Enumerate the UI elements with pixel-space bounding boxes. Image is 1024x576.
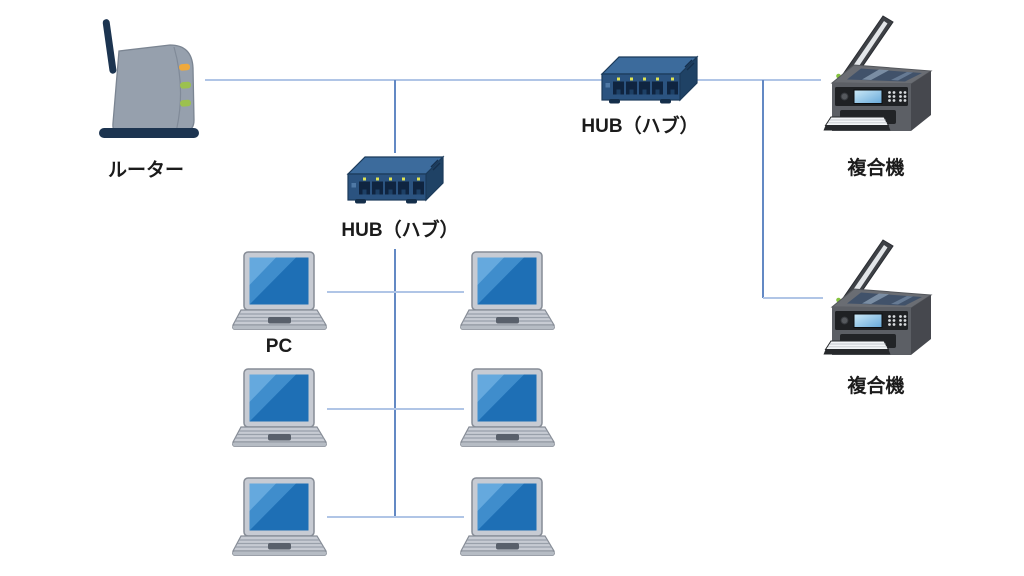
network-hub-icon (601, 56, 698, 105)
multifunction-printer-icon (823, 239, 932, 356)
pc-label: PC (265, 336, 293, 357)
pc-node-4 (460, 251, 555, 331)
printer-top-label: 複合機 (847, 158, 905, 179)
printer-top-node (823, 10, 935, 140)
pc-node-2 (232, 368, 327, 448)
pc-node-3 (232, 477, 327, 557)
link-hub-middle-branch-line (394, 80, 396, 153)
hub-top-node (596, 51, 701, 109)
laptop-icon (232, 251, 327, 331)
link-printers-vertical-line (762, 80, 764, 298)
laptop-icon (460, 368, 555, 448)
hub-top-label: HUB（ハブ） (581, 116, 699, 137)
router-icon (98, 18, 200, 139)
link-pc-row3-line (327, 516, 464, 518)
link-router-to-hub-top-line (205, 79, 821, 81)
hub-middle-node (342, 151, 447, 209)
network-hub-icon (347, 156, 444, 205)
link-pc-row1-line (327, 291, 464, 293)
pc-node-1 (232, 251, 327, 331)
router-label: ルーター (107, 160, 184, 181)
hub-middle-label: HUB（ハブ） (341, 220, 459, 241)
laptop-icon (232, 477, 327, 557)
link-pc-row2-line (327, 408, 464, 410)
laptop-icon (460, 251, 555, 331)
laptop-icon (460, 477, 555, 557)
pc-node-5 (460, 368, 555, 448)
pc-node-6 (460, 477, 555, 557)
link-printer-bottom-line (763, 297, 823, 299)
laptop-icon (232, 368, 327, 448)
link-pc-bus-line (394, 249, 396, 518)
printer-bottom-label: 複合機 (847, 376, 905, 397)
printer-bottom-node (823, 234, 935, 364)
multifunction-printer-icon (823, 15, 932, 132)
router-node (90, 16, 205, 151)
